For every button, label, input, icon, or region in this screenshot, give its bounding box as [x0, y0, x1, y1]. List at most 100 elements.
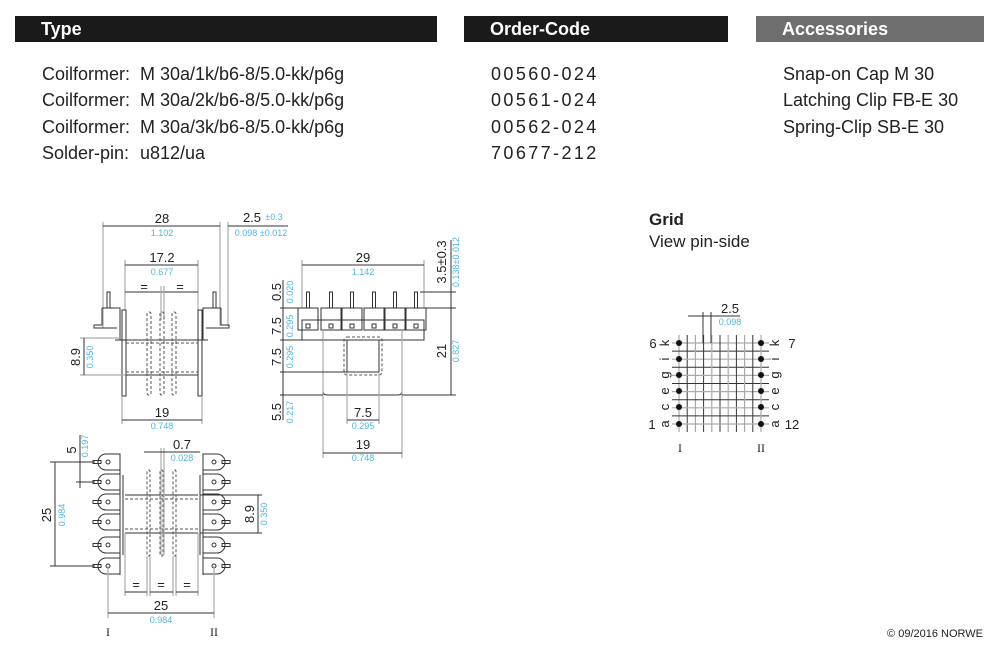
pin-hole — [105, 542, 111, 548]
dim-pin-thickness: 0.7 — [173, 437, 191, 452]
order-code-header: Order-Code — [464, 16, 728, 42]
dim-05: 0.5 — [269, 283, 284, 301]
row-label: Coilformer: — [42, 90, 131, 110]
order-code: 00560-024 — [491, 64, 599, 84]
solder-pin — [221, 480, 231, 484]
solder-pin — [372, 291, 376, 309]
pin-hole — [211, 542, 217, 548]
solder-pin — [329, 291, 333, 309]
pin-block — [363, 307, 385, 331]
pin-dot — [758, 340, 764, 346]
pin-hole — [211, 479, 217, 485]
pin-dot — [676, 404, 682, 410]
order-code: 70677-212 — [491, 143, 599, 163]
row-label: Coilformer: — [42, 64, 131, 84]
pin-hole — [105, 459, 111, 465]
row-label-1: I — [678, 441, 682, 455]
row-label: Solder-pin: — [42, 143, 130, 163]
dim-75a: 7.5 — [269, 317, 284, 335]
dim-row-length-inch: 0.984 — [57, 504, 67, 527]
pin-letter: a — [657, 420, 672, 428]
dim-base-width-inch: 0.748 — [352, 453, 375, 463]
pin-number-1: 1 — [648, 417, 655, 432]
dim-grid-pitch-inch: 0.098 — [719, 317, 742, 327]
equal-mark: = — [132, 577, 140, 592]
pin-hole — [413, 323, 419, 329]
pin-hole — [305, 323, 311, 329]
pin-hole — [328, 323, 334, 329]
dim-pin-thickness-inch: 0.028 — [171, 453, 194, 463]
dim-core-width: 7.5 — [354, 405, 372, 420]
dim-row-spacing-inch: 0.984 — [150, 615, 173, 625]
pin-letter: i — [657, 357, 672, 360]
pin-letter: e — [767, 387, 782, 394]
equal-mark: = — [183, 577, 191, 592]
pin-dot — [676, 372, 682, 378]
pin-letter: k — [767, 339, 782, 346]
pin-letter: g — [767, 371, 782, 378]
pin-letter: k — [657, 339, 672, 346]
dim-pin-length: 3.5±0.3 — [434, 240, 449, 283]
solder-pin — [92, 543, 102, 547]
dim-75a-inch: 0.295 — [285, 315, 295, 338]
row-label-2: II — [757, 441, 765, 455]
row-label-2: II — [210, 625, 218, 639]
pin-block — [320, 307, 342, 331]
accessory: Latching Clip FB-E 30 — [783, 90, 959, 110]
copyright: © 09/2016 NORWE — [887, 628, 983, 640]
pin-block — [341, 307, 363, 331]
pin-number-6: 6 — [649, 336, 656, 351]
dim-row-length: 25 — [39, 508, 54, 522]
solder-pin — [221, 520, 231, 524]
dim-height-inch: 0.827 — [451, 340, 461, 363]
row-value: u812/ua — [140, 143, 206, 163]
pin-letter: g — [657, 371, 672, 378]
pin-letter: c — [767, 403, 782, 410]
type-header: Type — [15, 16, 437, 42]
dim-base-width: 19 — [356, 437, 370, 452]
pin-hole — [349, 323, 355, 329]
grid-subtitle: View pin-side — [649, 232, 750, 251]
dim-inner-width: 17.2 — [149, 250, 174, 265]
equal-mark: = — [140, 279, 148, 294]
pin-block — [405, 307, 427, 331]
dim-width: 29 — [356, 250, 370, 265]
solder-pin — [92, 520, 102, 524]
solder-pin — [350, 291, 354, 309]
solder-pin — [92, 500, 102, 504]
dim-core-height: 8.9 — [242, 505, 257, 523]
dim-pin-length-inch: 0.138±0.012 — [451, 237, 461, 287]
row-value: M 30a/3k/b6-8/5.0-kk/p6g — [140, 117, 345, 137]
row-label: Coilformer: — [42, 117, 131, 137]
equal-mark: = — [157, 577, 165, 592]
pin-number-12: 12 — [785, 417, 799, 432]
pin-hole — [211, 459, 217, 465]
dim-base-width: 19 — [155, 405, 169, 420]
dim-row-spacing: 25 — [154, 598, 168, 613]
solder-pin — [221, 500, 231, 504]
solder-pin — [221, 564, 231, 568]
pin-dot — [758, 356, 764, 362]
row-value: M 30a/2k/b6-8/5.0-kk/p6g — [140, 90, 345, 110]
accessory: Spring-Clip SB-E 30 — [783, 117, 945, 137]
pin-hole — [105, 479, 111, 485]
pin-hole — [211, 519, 217, 525]
dim-pin-tolerance: ±0.3 — [265, 212, 282, 222]
pin-hole — [211, 499, 217, 505]
solder-pin — [221, 543, 231, 547]
pin-dot — [758, 372, 764, 378]
pin-dot — [676, 356, 682, 362]
row-value: M 30a/1k/b6-8/5.0-kk/p6g — [140, 64, 345, 84]
pin-dot — [676, 388, 682, 394]
dim-width-inch: 1.142 — [352, 267, 375, 277]
order-code: 00562-024 — [491, 117, 599, 137]
dim-55: 5.5 — [269, 403, 284, 421]
accessories-header: Accessories — [756, 16, 984, 42]
solder-pin — [414, 291, 418, 309]
dim-grid-pitch: 2.5 — [721, 301, 739, 316]
dim-05-inch: 0.020 — [285, 281, 295, 304]
equal-mark: = — [176, 279, 184, 294]
pin-hole — [371, 323, 377, 329]
solder-pin — [393, 291, 397, 309]
